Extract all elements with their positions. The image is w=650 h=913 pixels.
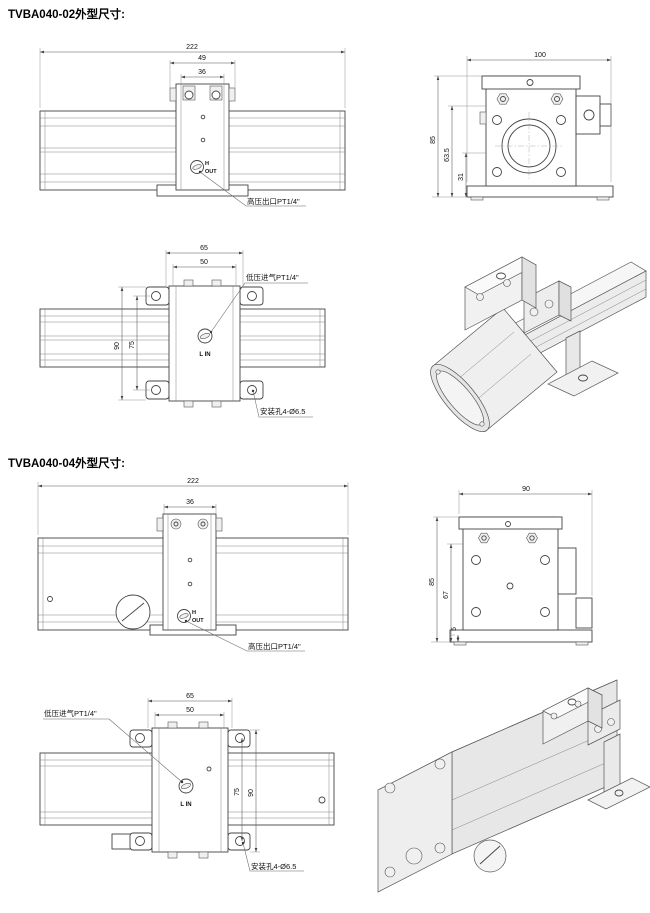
regulator-knob (473, 839, 507, 873)
port-label-h: H (205, 161, 209, 167)
d04-front-view: H OUT 222 36 高压出口PT1/4" (37, 478, 349, 652)
dim-lower: 31 (458, 173, 465, 181)
dim-pitch: 75 (234, 788, 241, 796)
d04-iso-view (377, 679, 650, 893)
callout-mount: 安装孔4-Ø6.5 (260, 406, 305, 416)
callout-inlet: 低压进气PT1/4" (246, 272, 299, 282)
callout-inlet: 低压进气PT1/4" (44, 708, 97, 718)
dim-holes: 50 (200, 259, 208, 266)
dim-center: 67 (443, 591, 450, 599)
flange-ear (239, 286, 264, 306)
callout-mount: 安装孔4-Ø6.5 (251, 861, 296, 871)
d02-front-view: H OUT 222 49 36 高压出口PT1/4" (39, 44, 346, 207)
d02-iso-view (430, 256, 647, 432)
foot-plate (111, 833, 133, 850)
mount-block (162, 513, 217, 631)
dim-length: 90 (248, 789, 255, 797)
flange (466, 185, 614, 198)
section-title-1: TVBA040-02外型尺寸: (8, 7, 125, 21)
port-label-out: OUT (205, 169, 217, 175)
dim-base: 5 (451, 627, 458, 631)
tube-end-face (377, 751, 453, 893)
callout-outlet: 高压出口PT1/4" (247, 196, 300, 206)
dim-height: 85 (429, 578, 436, 586)
flange (449, 629, 593, 643)
dim-total: 222 (186, 44, 198, 51)
dim-center: 63.5 (444, 148, 451, 162)
hex-bolt (478, 532, 490, 544)
section-title-2: TVBA040-04外型尺寸: (8, 456, 125, 470)
dim-pitch: 75 (129, 341, 136, 349)
dim-width: 90 (522, 486, 530, 493)
dim-width: 100 (534, 52, 546, 59)
port-label-out: OUT (192, 618, 204, 624)
dim-length: 90 (114, 342, 121, 350)
d04-side-view: 90 85 67 5 (429, 486, 593, 646)
hex-bolt (496, 93, 510, 105)
callout-outlet: 高压出口PT1/4" (248, 641, 301, 651)
body (485, 75, 577, 187)
hex-bolt (550, 93, 564, 105)
hex-bolt (526, 532, 538, 544)
d04-top-view: L IN 65 50 75 90 低压进气PT1/4" 安装孔4-Ø6.5 (39, 693, 335, 872)
d02-side-view: 100 85 63.5 31 (430, 52, 614, 201)
body (462, 516, 559, 631)
dim-holes: 50 (186, 707, 194, 714)
dim-total: 222 (187, 478, 199, 485)
mount-block (175, 83, 230, 191)
flange-ear (227, 832, 251, 851)
dim-mount: 49 (198, 55, 206, 62)
dim-flange: 65 (186, 693, 194, 700)
d02-top-view: L IN 65 50 90 75 低压进气PT1/4" 安装孔4-Ø6.5 (39, 245, 326, 418)
flange-ear (227, 729, 251, 748)
dim-flange: 65 (200, 245, 208, 252)
dim-body: 36 (198, 69, 206, 76)
port-label-lin: L IN (180, 802, 191, 808)
port-label-lin: L IN (199, 352, 210, 358)
mount-block (168, 285, 241, 402)
flange-ear (129, 729, 153, 748)
port-label-h: H (192, 610, 196, 616)
clamp-block (587, 699, 621, 746)
flange-ear (129, 832, 153, 851)
dim-body: 36 (186, 499, 194, 506)
flange-ear (239, 380, 264, 400)
dim-height: 85 (430, 136, 437, 144)
